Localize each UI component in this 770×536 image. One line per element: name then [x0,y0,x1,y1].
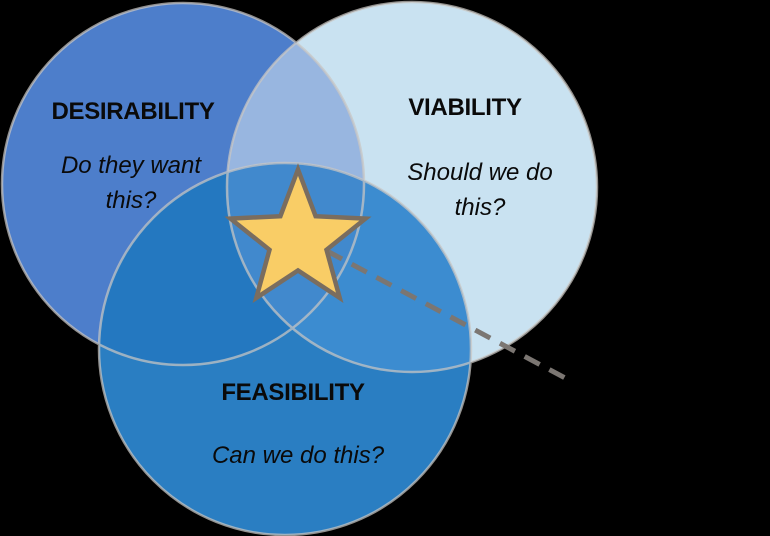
desirability-circle-outline [0,1,366,367]
dashed-callout-line [325,248,569,382]
desirability-label: DESIRABILITY [51,98,215,125]
viability-circle-outline [225,0,599,374]
desirability-question: Do they want this? [60,152,202,214]
viability-question: Should we do this? [407,159,553,221]
star-icon [224,163,372,304]
feasibility-question: Can we do this? [211,442,385,469]
feasibility-label: FEASIBILITY [221,379,365,406]
viability-label: VIABILITY [408,94,522,121]
circle-outlines [0,0,599,536]
feasibility-circle-outline [97,161,473,536]
